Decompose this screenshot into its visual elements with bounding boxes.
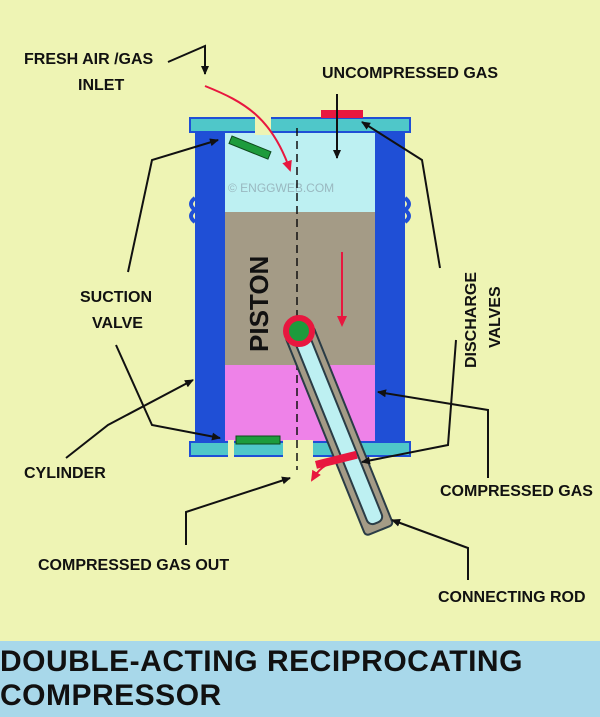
top-plate-gap bbox=[255, 115, 271, 135]
inlet-flow-arrow bbox=[204, 85, 292, 172]
discharge-leader-bottom bbox=[361, 339, 457, 465]
suction-leader-top bbox=[127, 138, 219, 273]
diagram-title: DOUBLE-ACTING RECIPROCATING COMPRESSOR bbox=[0, 645, 523, 712]
discharge-leader-top bbox=[361, 121, 441, 269]
cylinder-label: CYLINDER bbox=[24, 465, 106, 482]
compressed-gas-label: COMPRESSED GAS bbox=[440, 483, 593, 500]
right-cooling-fins bbox=[401, 196, 411, 224]
connecting-rod-leader bbox=[391, 519, 469, 580]
piston-label: PISTON bbox=[244, 256, 274, 352]
bottom-plate-gap-right bbox=[283, 440, 313, 458]
title-banner: DOUBLE-ACTING RECIPROCATING COMPRESSOR bbox=[0, 641, 600, 717]
fresh-air-label: FRESH AIR /GAS bbox=[24, 51, 154, 68]
compressor-diagram: PISTON © ENGGWEB.COM FRESH AIR /GAS INLE… bbox=[24, 44, 593, 606]
connecting-rod bbox=[285, 325, 394, 536]
bottom-plate-gap-left bbox=[228, 440, 234, 458]
uncompressed-gas-label: UNCOMPRESSED GAS bbox=[322, 65, 498, 82]
left-cooling-fins bbox=[189, 196, 199, 224]
compressed-gas-leader bbox=[377, 389, 489, 478]
suction-valve-top bbox=[228, 135, 272, 160]
suction-valve-bottom bbox=[235, 435, 281, 445]
cylinder-leader bbox=[65, 379, 194, 459]
gudgeon-pin bbox=[283, 315, 315, 347]
fresh-air-leader bbox=[167, 44, 209, 75]
connecting-rod-label: CONNECTING ROD bbox=[438, 589, 586, 606]
suction-label: SUCTION bbox=[80, 289, 152, 306]
compressed-gas-out-label: COMPRESSED GAS OUT bbox=[38, 557, 229, 574]
discharge-label: DISCHARGE bbox=[463, 272, 480, 368]
outlet-flow-arrow bbox=[310, 459, 339, 482]
inlet-label: INLET bbox=[78, 77, 124, 94]
leader-lines bbox=[65, 44, 489, 580]
valves-label: VALVES bbox=[487, 286, 504, 348]
valve-label: VALVE bbox=[92, 315, 143, 332]
compressed-gas-out-leader bbox=[185, 476, 291, 545]
suction-leader-bottom bbox=[115, 344, 221, 441]
watermark: © ENGGWEB.COM bbox=[228, 181, 334, 195]
top-head-plate bbox=[189, 117, 411, 133]
left-cylinder-wall bbox=[195, 130, 225, 442]
discharge-valve-top bbox=[321, 110, 363, 118]
